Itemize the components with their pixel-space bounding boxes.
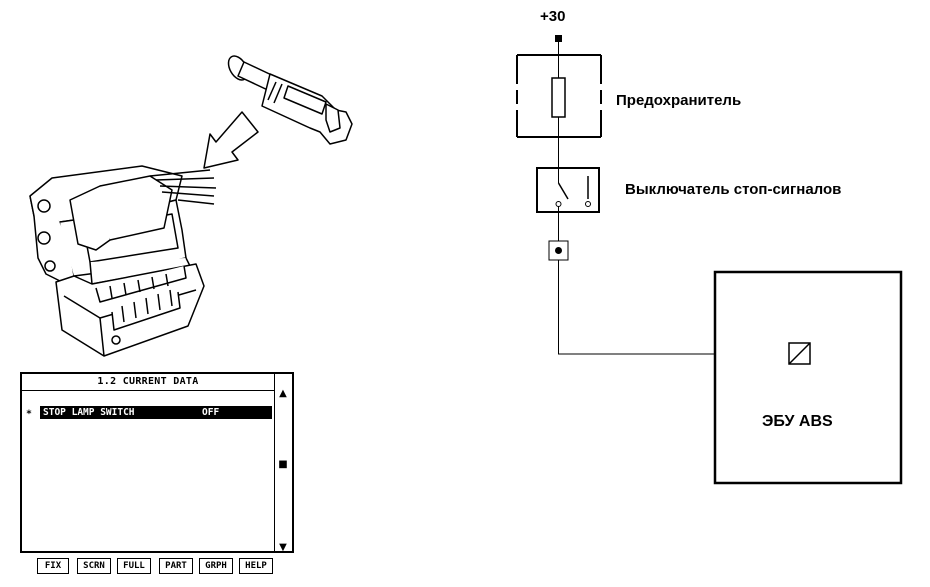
part-softkey[interactable]: PART [159,558,193,574]
ecu-label: ЭБУ ABS [762,413,833,430]
scrn-softkey[interactable]: SCRN [77,558,111,574]
parameter-name: STOP LAMP SWITCH [43,407,135,418]
insertion-arrow-icon [203,111,259,169]
scroll-up-icon[interactable]: ▲ [279,388,287,399]
brake-switch-label: Выключатель стоп-сигналов [625,181,842,198]
data-list: ∗ STOP LAMP SWITCH OFF [22,391,275,551]
connector-illustration [29,55,353,357]
fix-softkey[interactable]: FIX [37,558,69,574]
row-selection-marker: ∗ [26,407,33,418]
scroll-thumb-icon[interactable]: ■ [278,459,288,470]
screen-title: 1.2 CURRENT DATA [22,374,275,391]
supply-label: +30 [540,8,566,25]
full-softkey[interactable]: FULL [117,558,151,574]
scroll-down-icon[interactable]: ▼ [279,542,287,553]
terminal-pin-icon [227,55,353,145]
fuse-icon [516,54,602,138]
scrollbar[interactable]: ▲ ■ ▼ [274,374,292,553]
circuit-diagram: +30 Предохранитель Выключатель стоп-сигн… [490,0,930,587]
scan-tool-screen: 1.2 CURRENT DATA ∗ STOP LAMP SWITCH OFF … [20,372,294,553]
grph-softkey[interactable]: GRPH [199,558,233,574]
parameter-value: OFF [202,407,220,418]
softkey-bar: FIX SCRN FULL PART GRPH HELP [37,558,277,574]
help-softkey[interactable]: HELP [239,558,273,574]
supply-terminal-icon [555,35,562,42]
abs-ecu-icon [713,270,903,485]
fuse-label: Предохранитель [616,92,742,109]
connector-terminal-icon [548,240,569,261]
brake-light-switch-icon [536,167,600,213]
data-row-stop-lamp-switch[interactable]: STOP LAMP SWITCH OFF [40,406,272,419]
connector-housing-icon [29,165,217,357]
